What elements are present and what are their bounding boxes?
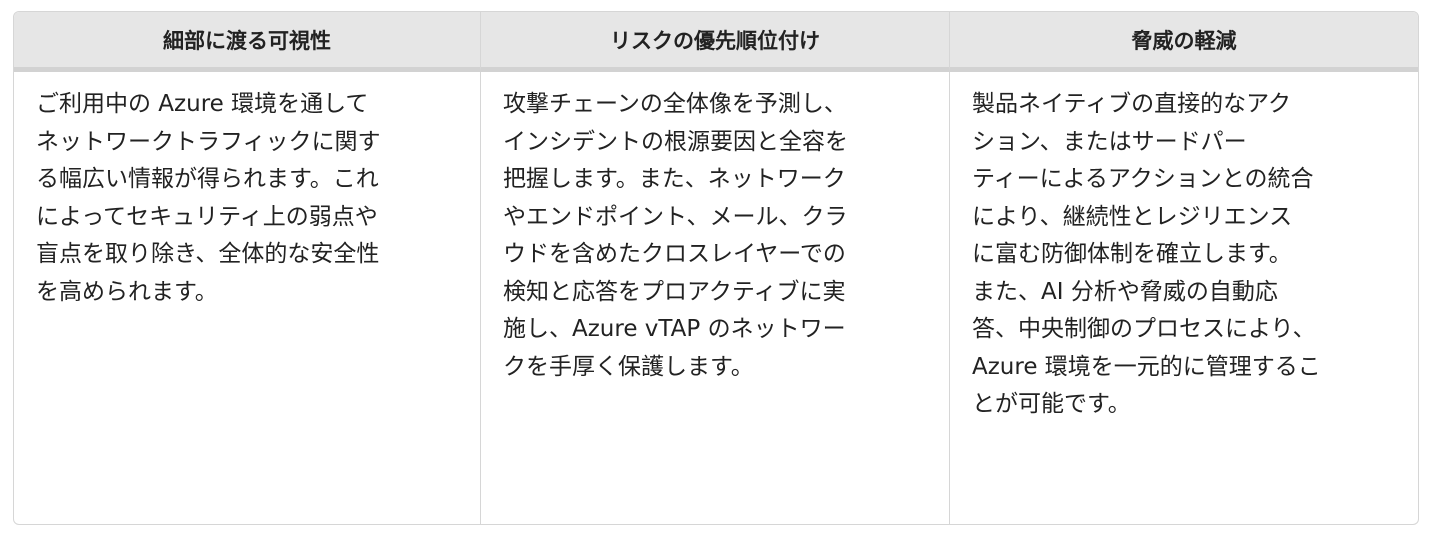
- header-risk-prioritization: リスクの優先順位付け: [481, 12, 950, 72]
- cell-text-line: を高められます。: [36, 278, 218, 305]
- header-threat-mitigation: 脅威の軽減: [950, 12, 1418, 72]
- cell-text-line: 攻撃チェーンの全体像を予測し、: [503, 91, 847, 117]
- feature-table: 細部に渡る可視性 リスクの優先順位付け 脅威の軽減 ご利用中の Azure 環境…: [13, 11, 1419, 525]
- cell-text-line: によってセキュリティ上の弱点や: [36, 203, 378, 230]
- header-visibility: 細部に渡る可視性: [14, 12, 481, 72]
- cell-text-line: ウドを含めたクロスレイヤーでの: [503, 241, 846, 267]
- cell-risk-prioritization: 攻撃チェーンの全体像を予測し、インシデントの根源要因と全容を把握します。また、ネ…: [481, 72, 950, 524]
- cell-text-line: 製品ネイティブの直接的なアク: [972, 91, 1292, 117]
- cell-text-line: 答、中央制御のプロセスにより、: [972, 316, 1316, 342]
- cell-text-line: インシデントの根源要因と全容を: [503, 128, 848, 155]
- cell-text-line: 盲点を取り除き、全体的な安全性: [36, 241, 380, 267]
- cell-text-line: とが可能です。: [972, 391, 1131, 417]
- cell-text-line: ティーによるアクションとの統合: [972, 166, 1314, 192]
- cell-text-line: また、AI 分析や脅威の自動応: [972, 278, 1278, 305]
- cell-text-line: 施し、Azure vTAP のネットワー: [503, 316, 846, 342]
- cell-text-line: ネットワークトラフィックに関す: [36, 128, 381, 155]
- cell-text-line: ション、またはサードパー: [972, 128, 1247, 155]
- cell-text-line: Azure 環境を一元的に管理するこ: [972, 353, 1321, 380]
- cell-text-line: やエンドポイント、メール、クラ: [503, 203, 848, 230]
- cell-threat-mitigation: 製品ネイティブの直接的なアクション、またはサードパーティーによるアクションとの統…: [950, 72, 1418, 524]
- cell-text-line: クを手厚く保護します。: [503, 353, 754, 380]
- cell-visibility: ご利用中の Azure 環境を通してネットワークトラフィックに関する幅広い情報が…: [14, 72, 481, 524]
- cell-text-line: に富む防御体制を確立します。: [972, 241, 1292, 267]
- cell-text-line: る幅広い情報が得られます。これ: [36, 166, 379, 192]
- cell-text-line: により、継続性とレジリエンス: [972, 203, 1293, 230]
- cell-text-line: 検知と応答をプロアクティブに実: [503, 278, 846, 305]
- cell-text-line: ご利用中の Azure 環境を通して: [36, 91, 369, 117]
- cell-text-line: 把握します。また、ネットワーク: [503, 166, 846, 192]
